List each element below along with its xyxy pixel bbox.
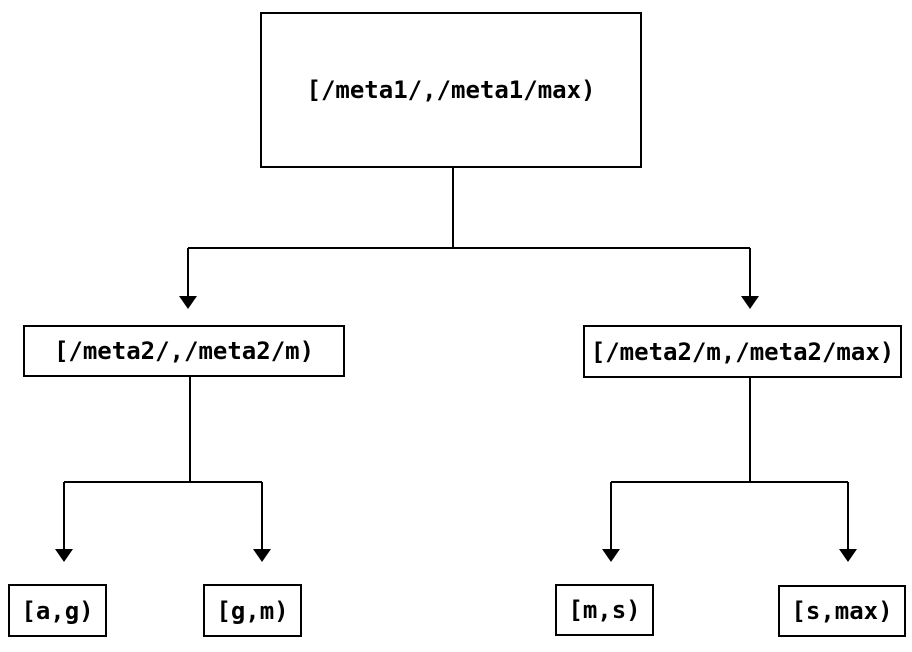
tree-node-child-left: [/meta2/,/meta2/m) [23,325,345,377]
arrowhead-down-icon [253,549,271,562]
connector-right-child-to-leaves [610,378,849,549]
arrowhead-down-icon [602,549,620,562]
arrowhead-down-icon [741,296,759,309]
tree-node-leaf-ag: [a,g) [8,584,107,637]
arrowhead-down-icon [179,296,197,309]
tree-node-root: [/meta1/,/meta1/max) [260,12,642,168]
connector-left-child-to-leaves [63,377,263,549]
tree-node-leaf-ms: [m,s) [555,584,654,636]
tree-node-child-right: [/meta2/m,/meta2/max) [583,325,902,378]
arrowhead-down-icon [55,549,73,562]
arrowhead-down-icon [839,549,857,562]
connector-root-to-children [187,168,751,296]
tree-node-leaf-smax: [s,max) [778,585,906,637]
tree-node-leaf-gm: [g,m) [203,584,302,637]
